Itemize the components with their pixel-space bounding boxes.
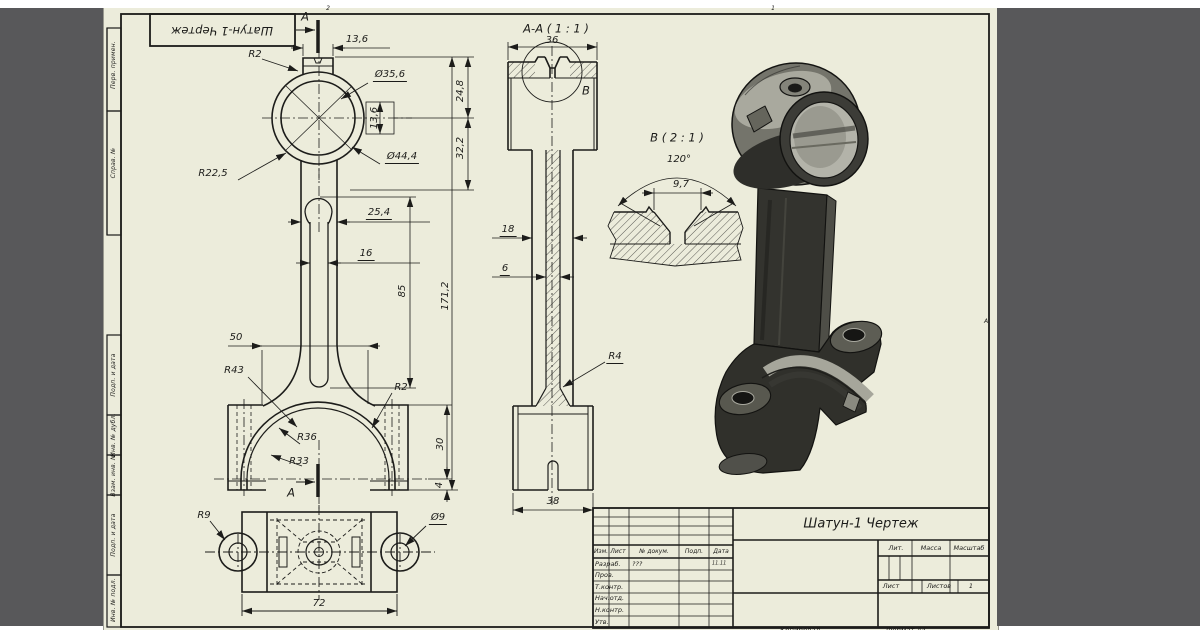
- dim-r9: R9: [197, 510, 211, 521]
- zone-mark-2: 2: [326, 5, 330, 12]
- margin-sprav-n: Справ. №: [110, 147, 117, 179]
- dim-25-4: 25,4: [365, 207, 393, 220]
- margin-inv-dubl: Инв. № дубл.: [110, 413, 117, 457]
- dim-32-2: 32,2: [455, 136, 466, 160]
- dim-r43: R43: [224, 365, 244, 376]
- detail-title: B ( 2 : 1 ): [650, 130, 704, 145]
- col-data: Дата: [713, 548, 729, 555]
- section-letter-bottom: A: [287, 485, 295, 500]
- dim-36: 36: [545, 35, 559, 46]
- dim-r33: R33: [289, 456, 309, 467]
- dim-r2-top: R2: [248, 49, 262, 60]
- titleblock-doc-title: Шатун-1 Чертеж: [803, 516, 919, 532]
- viewer-right-margin: [997, 8, 1200, 626]
- col-izm: Изм.: [593, 548, 609, 555]
- dim-38: 38: [546, 496, 560, 507]
- row-tkontr: Т.контр.: [595, 582, 624, 591]
- row-nachotd: Нач.отд.: [595, 593, 625, 602]
- dim-r36: R36: [297, 432, 317, 443]
- row-razrab-name: ???: [632, 559, 643, 568]
- cell-masshtab: Масштаб: [953, 543, 985, 552]
- iso-3d-view: [714, 62, 883, 475]
- footer-kopiroval: Копировал: [780, 627, 820, 630]
- dim-r22-5: R22,5: [198, 168, 228, 179]
- footer-format: Формат А4: [886, 627, 926, 630]
- zone-mark-1: 1: [771, 5, 775, 12]
- dim-85: 85: [397, 284, 408, 298]
- dim-18: 18: [499, 224, 517, 237]
- dim-r4: R4: [606, 351, 624, 364]
- cell-list: Лист: [882, 581, 900, 590]
- dim-30: 30: [435, 437, 446, 451]
- viewer-left-margin: [0, 8, 103, 626]
- dim-dia35-6: Ø35,6: [372, 69, 408, 82]
- dim-r2-bottom: R2: [394, 382, 408, 393]
- dim-72: 72: [312, 598, 326, 609]
- dim-120deg: 120°: [666, 154, 692, 165]
- dim-9-7: 9,7: [673, 179, 689, 190]
- margin-inv-podl: Инв. № подл.: [110, 578, 117, 622]
- dim-13-6-box: 13,6: [369, 106, 380, 130]
- cell-listov-value: 1: [968, 581, 974, 590]
- margin-podp-data-1: Подп. и дата: [110, 353, 117, 397]
- rotated-corner-stamp: Шатун-1 Чертеж: [171, 23, 273, 38]
- dim-50: 50: [229, 332, 243, 343]
- zone-mark-a: A: [983, 318, 989, 325]
- row-utv: Утв.: [595, 617, 609, 626]
- dim-dia9: Ø9: [428, 512, 448, 525]
- cell-listov: Листов: [926, 581, 952, 590]
- dim-4: 4: [434, 481, 445, 489]
- dim-13-6-top: 13,6: [345, 34, 369, 45]
- margin-podp-data-2: Подп. и дата: [110, 513, 117, 557]
- margin-perv-primen: Перв. примен.: [110, 41, 117, 89]
- dim-171-2: 171,2: [440, 281, 451, 311]
- row-nkontr: Н.контр.: [595, 605, 625, 614]
- detail-circle-letter: B: [582, 83, 590, 98]
- cell-lit: Лит.: [888, 543, 904, 552]
- section-letter-top: A: [301, 9, 309, 24]
- section-title: A-A ( 1 : 1 ): [523, 21, 589, 36]
- margin-vzam-inv: Взам. инв. №: [110, 453, 117, 497]
- dim-dia44-4: Ø44,4: [384, 151, 420, 164]
- row-prov: Пров.: [595, 570, 614, 579]
- dim-6: 6: [499, 263, 511, 276]
- dim-24-8: 24,8: [455, 79, 466, 103]
- col-list: Лист: [610, 548, 626, 555]
- row-razrab-date: 11.11: [712, 560, 727, 567]
- col-podp: Подп.: [684, 548, 704, 555]
- row-razrab: Разраб.: [595, 559, 621, 568]
- col-ndoc: № докум.: [639, 548, 669, 555]
- dim-16: 16: [357, 248, 375, 261]
- cell-massa: Масса: [920, 543, 942, 552]
